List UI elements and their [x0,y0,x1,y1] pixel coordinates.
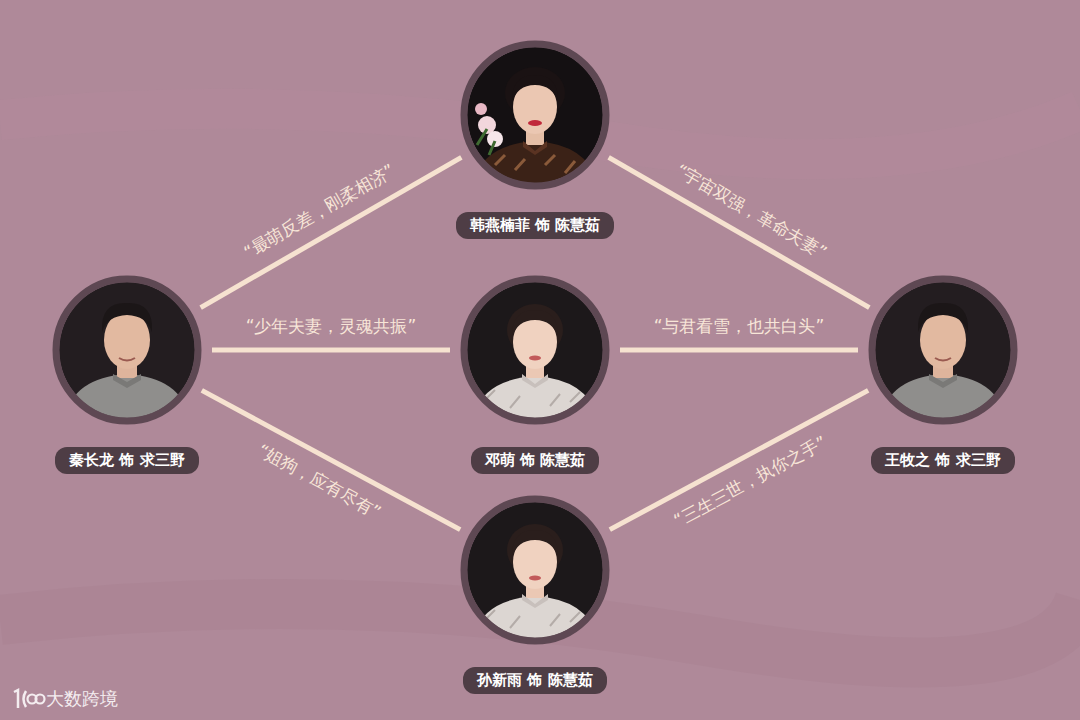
name-caption: 王牧之 饰 求三野 [871,447,1014,474]
cast-member-node: 邓萌 饰 陈慧茹 [459,275,611,474]
watermark: 大数跨境 [46,687,118,711]
relation-line [201,157,462,307]
portrait-ring [460,495,610,645]
cast-member-node: 孙新雨 饰 陈慧茹 [459,495,611,694]
relation-label: “少年夫妻，灵魂共振” [246,315,417,338]
relation-line [212,350,450,351]
name-caption: 秦长龙 饰 求三野 [55,447,198,474]
watermark-logo [14,690,45,708]
relation-line [202,390,460,529]
portrait-ring [52,275,202,425]
portrait-ring [868,275,1018,425]
name-caption: 邓萌 饰 陈慧茹 [471,447,599,474]
relation-label: “与君看雪，也共白头” [654,315,825,338]
relation-line [620,350,858,351]
relation-line [610,390,868,529]
relation-line [609,157,870,307]
name-caption: 韩燕楠菲 饰 陈慧茹 [456,212,614,239]
cast-member-node: 王牧之 饰 求三野 [867,275,1019,474]
name-caption: 孙新雨 饰 陈慧茹 [463,667,606,694]
portrait-ring [460,275,610,425]
cast-member-node: 韩燕楠菲 饰 陈慧茹 [455,40,616,239]
cast-member-node: 秦长龙 饰 求三野 [51,275,203,474]
portrait-ring [460,40,610,190]
